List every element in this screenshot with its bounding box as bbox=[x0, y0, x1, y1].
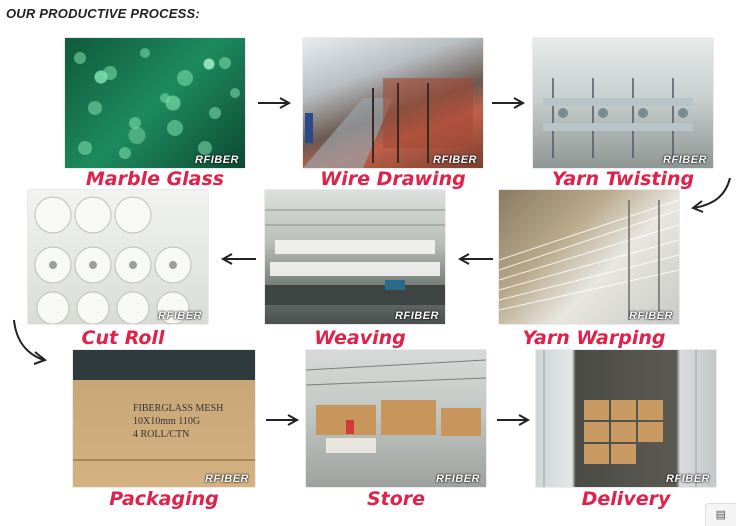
photo-marble-glass: RFIBER bbox=[65, 38, 245, 168]
arrow-icon bbox=[492, 97, 526, 109]
chat-widget-button[interactable]: ▤ bbox=[705, 503, 736, 526]
photo-weaving: RFIBER bbox=[265, 190, 445, 324]
step-label-yarn-warping: Yarn Warping bbox=[522, 327, 666, 349]
watermark: RFIBER bbox=[629, 310, 673, 322]
step-label-wire-drawing: Wire Drawing bbox=[320, 168, 466, 190]
photo-cut-roll: RFIBER bbox=[28, 190, 208, 324]
box-print-line: FIBERGLASS MESH bbox=[133, 403, 224, 414]
arrow-icon bbox=[220, 253, 256, 265]
arrow-icon bbox=[691, 177, 731, 213]
arrow-icon bbox=[266, 414, 300, 426]
step-label-yarn-twisting: Yarn Twisting bbox=[551, 168, 695, 190]
watermark: RFIBER bbox=[666, 473, 710, 485]
box-print-line: 10X10mm 110G bbox=[133, 416, 201, 427]
photo-wire-drawing: RFIBER bbox=[303, 38, 483, 168]
watermark: RFIBER bbox=[158, 310, 202, 322]
photo-delivery: RFIBER bbox=[536, 350, 716, 487]
step-label-store: Store bbox=[366, 488, 426, 510]
photo-packaging: FIBERGLASS MESH 10X10mm 110G 4 ROLL/CTN … bbox=[73, 350, 255, 487]
box-print: FIBERGLASS MESH 10X10mm 110G 4 ROLL/CTN bbox=[133, 402, 223, 441]
photo-store: RFIBER bbox=[306, 350, 486, 487]
arrow-icon bbox=[258, 97, 292, 109]
arrow-icon bbox=[497, 414, 531, 426]
chat-icon: ▤ bbox=[715, 509, 726, 521]
photo-yarn-twisting: RFIBER bbox=[533, 38, 713, 168]
photo-yarn-warping: RFIBER bbox=[499, 190, 679, 324]
watermark: RFIBER bbox=[436, 473, 480, 485]
step-label-marble-glass: Marble Glass bbox=[85, 168, 225, 190]
watermark: RFIBER bbox=[195, 154, 239, 166]
arrow-icon bbox=[457, 253, 493, 265]
step-label-cut-roll: Cut Roll bbox=[81, 327, 165, 349]
watermark: RFIBER bbox=[395, 310, 439, 322]
step-label-weaving: Weaving bbox=[314, 327, 406, 349]
step-label-delivery: Delivery bbox=[581, 488, 671, 510]
step-label-packaging: Packaging bbox=[109, 488, 219, 510]
watermark: RFIBER bbox=[663, 154, 707, 166]
watermark: RFIBER bbox=[433, 154, 477, 166]
arrow-icon bbox=[13, 319, 48, 365]
watermark: RFIBER bbox=[205, 473, 249, 485]
box-print-line: 4 ROLL/CTN bbox=[133, 429, 190, 440]
page-heading: OUR PRODUCTIVE PROCESS: bbox=[6, 6, 200, 21]
